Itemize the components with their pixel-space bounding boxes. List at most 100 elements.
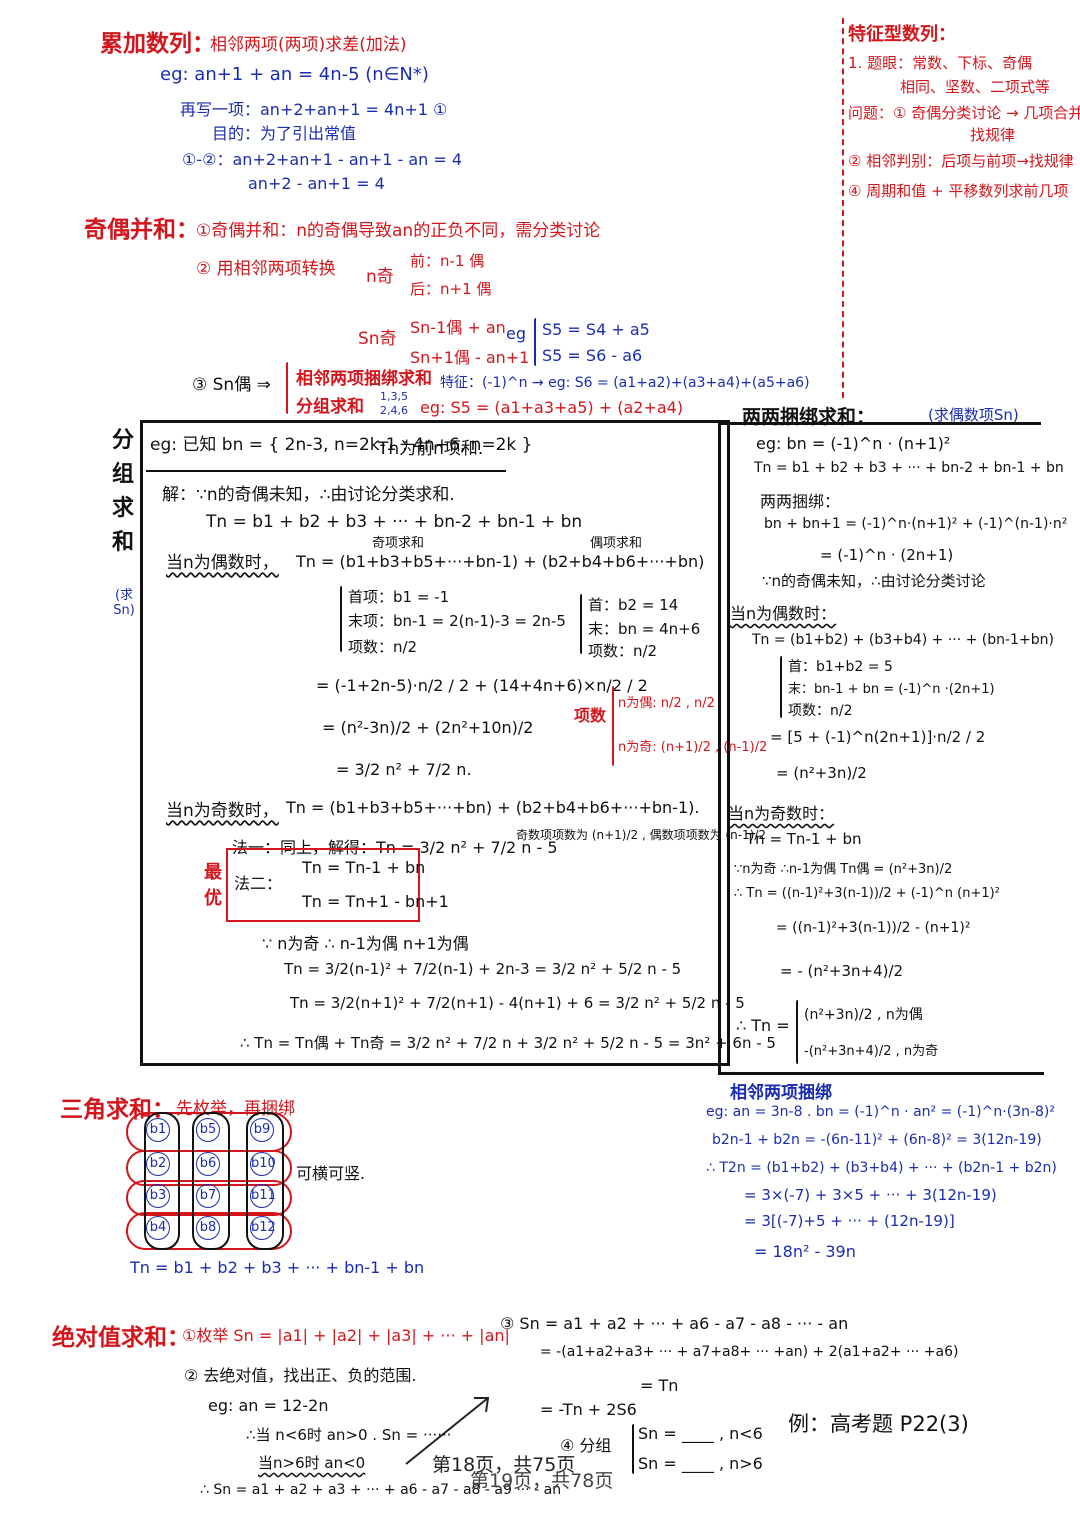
abs-r3: = Tn bbox=[640, 1376, 679, 1395]
adj-l2: ∴ T2n = (b1+b2) + (b3+b4) + ··· + (b2n-1… bbox=[706, 1160, 1057, 1176]
n-odd-front: 前：n-1 偶 bbox=[410, 252, 485, 270]
lb-even-case: 当n为偶数时， bbox=[166, 553, 279, 573]
odd-even-line1: ①奇偶并和：n的奇偶导致an的正负不同，需分类讨论 bbox=[196, 221, 601, 241]
rb-od4: = ((n-1)²+3(n-1))/2 - (n+1)² bbox=[776, 920, 971, 936]
abs-l1: ①枚举 Sn = |a1| + |a2| + |a3| + ··· + |an| bbox=[182, 1326, 510, 1345]
grid-cell: b8 bbox=[196, 1216, 220, 1240]
cumulative-step3: ①-②：an+2+an+1 - an+1 - an = 4 bbox=[182, 150, 463, 169]
lb-odd-first: 首项：b1 = -1 bbox=[348, 588, 450, 606]
feature-title: 特征型数列： bbox=[848, 24, 956, 45]
brace bbox=[580, 594, 582, 654]
brace bbox=[534, 318, 536, 366]
rb-bind: 两两捆绑： bbox=[760, 492, 841, 511]
rb-eg: eg: bn = (-1)^n · (n+1)² bbox=[756, 434, 951, 453]
lb-method2-label: 法二： bbox=[234, 874, 283, 893]
rb-title-note: (求偶数项Sn) bbox=[928, 406, 1019, 424]
adj-l3: = 3×(-7) + 3×5 + ··· + 3(12n-19) bbox=[744, 1186, 997, 1204]
adj-l4: = 3[(-7)+5 + ··· + (12n-19)] bbox=[744, 1212, 955, 1230]
section-title-absolute: 绝对值求和： bbox=[52, 1325, 190, 1351]
s5-b: S5 = S6 - a6 bbox=[542, 346, 643, 365]
rb-odd-case: 当n为奇数时： bbox=[728, 804, 835, 823]
lb-odd-last: 末项：bn-1 = 2(n-1)-3 = 2n-5 bbox=[348, 612, 566, 630]
grid-cell: b10 bbox=[250, 1152, 276, 1176]
sn-odd-label: Sn奇 bbox=[358, 329, 397, 349]
group-sum-box bbox=[140, 420, 730, 1066]
group-eg: eg: S5 = (a1+a3+a5) + (a2+a4) bbox=[420, 398, 684, 417]
section-title-odd-even: 奇偶并和： bbox=[84, 217, 199, 243]
feature-line2: 相同、坚数、二项式等 bbox=[900, 78, 1051, 96]
odd-even-line2: ② 用相邻两项转换 bbox=[196, 259, 336, 279]
sn-odd-a: Sn-1偶 + an bbox=[410, 318, 506, 337]
lb-method2-frame bbox=[226, 848, 420, 922]
grid-cell: b9 bbox=[250, 1118, 274, 1142]
rb-final-odd: -(n²+3n+4)/2 , n为奇 bbox=[804, 1044, 939, 1059]
lb-method2-a: Tn = Tn-1 + bn bbox=[302, 858, 426, 877]
rule bbox=[718, 1072, 1044, 1075]
lb-odd-expr: Tn = (b1+b3+b5+···+bn) + (b2+b4+b6+···+b… bbox=[286, 798, 700, 817]
grid-cell: b3 bbox=[146, 1184, 170, 1208]
abs-r2: = -(a1+a2+a3+ ··· + a7+a8+ ··· +an) + 2(… bbox=[540, 1344, 959, 1360]
rb-od2: ∵n为奇 ∴n-1为偶 Tn偶 = (n²+3n)/2 bbox=[734, 862, 953, 877]
lb-method2-b: Tn = Tn+1 - bn+1 bbox=[302, 892, 449, 911]
lb-k3: Tn = 3/2(n+1)² + 7/2(n+1) - 4(n+1) + 6 =… bbox=[290, 994, 745, 1012]
evens-label: 2,4,6 bbox=[380, 404, 408, 417]
pair-sum-box bbox=[718, 422, 1041, 1073]
cumulative-step1: 再写一项：an+2+an+1 = 4n+1 ① bbox=[180, 100, 448, 119]
cumulative-step4: an+2 - an+1 = 4 bbox=[248, 174, 385, 193]
feature-line3: 问题：① 奇偶分类讨论 → 几项合并 bbox=[848, 104, 1080, 122]
lb-k2: Tn = 3/2(n-1)² + 7/2(n-1) + 2n-3 = 3/2 n… bbox=[284, 960, 682, 978]
n-odd-label: n奇 bbox=[366, 267, 394, 287]
brace bbox=[796, 1000, 798, 1064]
rb-od1: Tn = Tn-1 + bn bbox=[746, 830, 862, 848]
lb-k1: ∵ n为奇 ∴ n-1为偶 n+1为偶 bbox=[262, 934, 469, 953]
lb-result1: = (-1+2n-5)·n/2 / 2 + (14+4n+6)×n/2 / 2 bbox=[316, 676, 648, 695]
cumulative-eg: eg: an+1 + an = 4n-5 (n∈N*) bbox=[160, 64, 429, 85]
section-title-cumulative: 累加数列： bbox=[100, 31, 215, 57]
abs-r1: ③ Sn = a1 + a2 + ··· + a6 - a7 - a8 - ··… bbox=[500, 1314, 849, 1333]
rb-ex5: = [5 + (-1)^n(2n+1)]·n/2 / 2 bbox=[770, 728, 986, 746]
grid-cell: b5 bbox=[196, 1118, 220, 1142]
abs-l2: ② 去绝对值，找出正、负的范围. bbox=[184, 1366, 417, 1385]
side-note-group: (求Sn) bbox=[113, 588, 135, 618]
arrow-icon bbox=[405, 1397, 490, 1465]
rb-ex6: = (n²+3n)/2 bbox=[776, 764, 867, 782]
ring-col-2 bbox=[192, 1112, 230, 1250]
page-label-a: 第18页，共75页 bbox=[432, 1454, 576, 1476]
odds-label: 1,3,5 bbox=[380, 390, 408, 403]
lb-tn-sum: Tn = b1 + b2 + b3 + ··· + bn-2 + bn-1 + … bbox=[206, 512, 583, 532]
adj-l1: b2n-1 + b2n = -(6n-11)² + (6n-8)² = 3(12… bbox=[712, 1132, 1042, 1148]
abs-l3: eg: an = 12-2n bbox=[208, 1396, 329, 1415]
abs-r8: 例：高考题 P22(3) bbox=[788, 1412, 969, 1436]
feature-line5: ② 相邻判别：后项与前项→找规律 bbox=[848, 152, 1074, 170]
abs-l4: ∴当 n<6时 an>0 . Sn = ······ bbox=[246, 1426, 452, 1444]
grid-cell: b4 bbox=[146, 1216, 170, 1240]
brace bbox=[632, 1424, 634, 1474]
grid-cell: b11 bbox=[250, 1184, 276, 1208]
cumulative-note: 相邻两项(两项)求差(加法) bbox=[210, 35, 407, 55]
lb-count-label: 项数 bbox=[574, 706, 607, 725]
rb-p1: bn + bn+1 = (-1)^n·(n+1)² + (-1)^(n-1)·n… bbox=[764, 516, 1068, 532]
rule bbox=[146, 470, 506, 472]
lb-even-last: 末：bn = 4n+6 bbox=[588, 620, 701, 638]
s5-a: S5 = S4 + a5 bbox=[542, 320, 650, 339]
ring-col-3 bbox=[246, 1112, 284, 1250]
brace bbox=[340, 586, 342, 652]
rb-p2: = (-1)^n · (2n+1) bbox=[820, 546, 954, 564]
rb-final-even: (n²+3n)/2 , n为偶 bbox=[804, 1007, 923, 1023]
lb-even-count: 项数：n/2 bbox=[588, 642, 658, 660]
grid-cell: b2 bbox=[146, 1152, 170, 1176]
rb-sum: Tn = b1 + b2 + b3 + ··· + bn-2 + bn-1 + … bbox=[754, 460, 1064, 476]
adj-l5: = 18n² - 39n bbox=[754, 1242, 856, 1261]
rb-ex3: 末：bn-1 + bn = (-1)^n ·(2n+1) bbox=[788, 682, 995, 697]
abs-r6: Sn = ____ , n<6 bbox=[638, 1424, 763, 1443]
lb-odd-case: 当n为奇数时， bbox=[166, 801, 279, 821]
grid-cell: b6 bbox=[196, 1152, 220, 1176]
group-label: 分组求和 bbox=[296, 397, 364, 417]
rb-ex2: 首：b1+b2 = 5 bbox=[788, 659, 893, 675]
lb-even-first: 首：b2 = 14 bbox=[588, 596, 679, 614]
rb-ex4: 项数：n/2 bbox=[788, 703, 853, 719]
grid-cell: b7 bbox=[196, 1184, 220, 1208]
n-odd-back: 后：n+1 偶 bbox=[410, 280, 492, 298]
lb-result2: = (n²-3n)/2 + (2n²+10n)/2 bbox=[322, 718, 534, 737]
